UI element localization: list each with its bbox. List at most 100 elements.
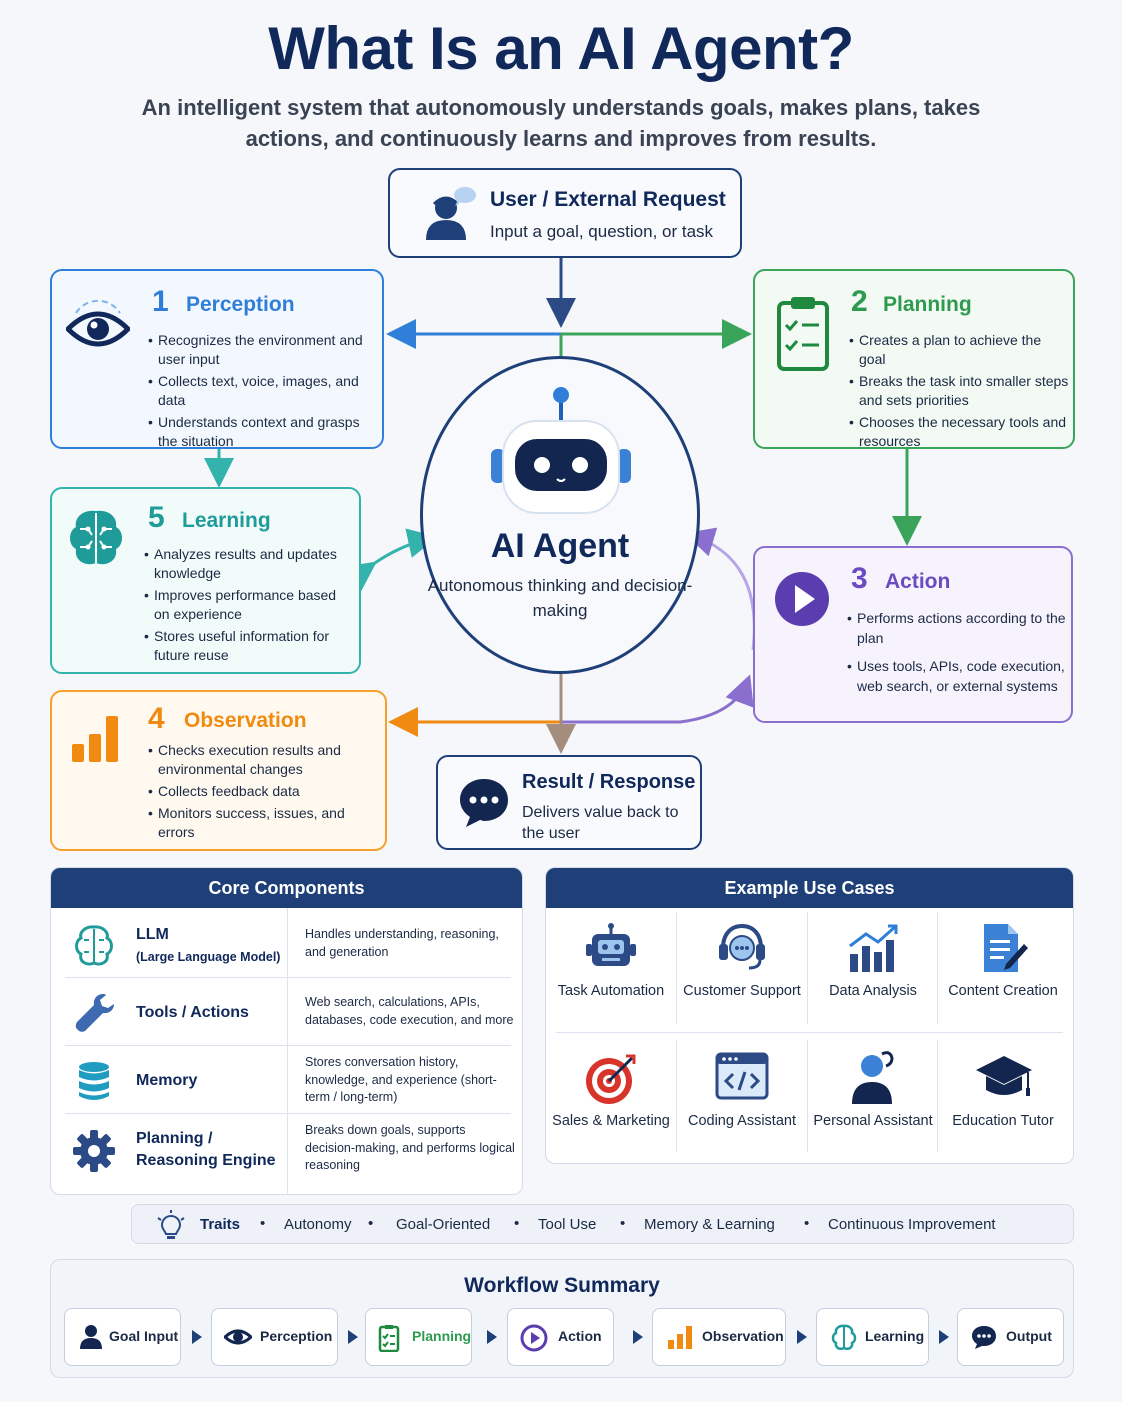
brain-icon xyxy=(70,510,122,565)
core-desc: Breaks down goals, supports decision-mak… xyxy=(305,1123,515,1172)
workflow-step-planning: Planning xyxy=(365,1308,472,1366)
arrow-agent-to-action xyxy=(561,674,754,724)
separator-dot: • xyxy=(804,1215,810,1232)
workflow-step-learning: Learning xyxy=(816,1308,929,1366)
headset-icon xyxy=(719,923,765,970)
agent-title: AI Agent xyxy=(490,527,630,565)
learning-number: 5 xyxy=(148,501,165,534)
workflow-step-label: Goal Input xyxy=(109,1328,179,1344)
result-subtitle: Delivers value back to the user xyxy=(522,804,679,842)
use-cases-title: Example Use Cases xyxy=(546,868,1073,908)
user-request-box: User / External Request Input a goal, qu… xyxy=(388,168,742,258)
trait-item: Goal-Oriented xyxy=(396,1216,491,1233)
bullet: Stores useful information for future reu… xyxy=(144,627,354,665)
play-icon xyxy=(520,1324,548,1352)
action-number: 3 xyxy=(851,562,868,595)
separator-dot: • xyxy=(368,1215,374,1232)
divider xyxy=(556,1032,1063,1033)
user-request-title: User / External Request xyxy=(490,188,726,211)
person-icon xyxy=(852,1051,894,1104)
workflow-arrow xyxy=(487,1330,497,1344)
stage-action: 3 Action Performs actions according to t… xyxy=(753,546,1073,723)
observation-number: 4 xyxy=(148,702,165,735)
robot-icon xyxy=(586,923,636,966)
eye-icon xyxy=(224,1329,252,1345)
learning-title: Learning xyxy=(182,509,271,532)
core-name: LLM xyxy=(136,926,169,943)
chart-trend-icon xyxy=(849,924,898,972)
stage-learning: 5 Learning Analyzes results and updates … xyxy=(50,487,361,674)
workflow-arrow xyxy=(797,1330,807,1344)
stage-perception: 1 Perception Recognizes the environment … xyxy=(50,269,384,449)
divider xyxy=(676,1040,677,1152)
stage-planning: 2 Planning Creates a plan to achieve the… xyxy=(753,269,1075,449)
workflow-step-label: Observation xyxy=(702,1328,784,1344)
planning-number: 2 xyxy=(851,285,868,318)
document-pen-icon xyxy=(984,924,1028,972)
use-case-coding-assistant: Coding Assistant xyxy=(677,1038,807,1163)
graduation-cap-icon xyxy=(976,1056,1032,1096)
traits-label: Traits xyxy=(200,1216,241,1233)
core-row-planning: Planning / Reasoning Engine Breaks down … xyxy=(65,1114,515,1194)
core-desc: Handles understanding, reasoning, and ge… xyxy=(305,927,499,959)
core-row-tools: Tools / Actions Web search, calculations… xyxy=(65,978,513,1046)
core-name-sub: (Large Language Model) xyxy=(136,950,281,964)
separator-dot: • xyxy=(514,1215,520,1232)
target-icon xyxy=(586,1054,636,1104)
use-case-label: Content Creation xyxy=(948,983,1058,999)
use-case-task-automation: Task Automation xyxy=(546,908,676,1033)
divider xyxy=(676,912,677,1024)
traits-bar: Traits • Autonomy • Goal-Oriented • Tool… xyxy=(131,1204,1074,1244)
result-title: Result / Response xyxy=(522,771,696,793)
trait-item: Continuous Improvement xyxy=(828,1216,996,1233)
bullet: Analyzes results and updates knowledge xyxy=(144,545,354,583)
workflow-step-perception: Perception xyxy=(211,1308,338,1366)
user-speech-icon xyxy=(426,187,476,240)
use-case-label: Data Analysis xyxy=(829,983,917,999)
bullet: Chooses the necessary tools and resource… xyxy=(849,413,1071,451)
page-title: What Is an AI Agent? xyxy=(268,15,854,82)
core-components-panel: Core Components LLM (Large Language Mode… xyxy=(50,867,523,1195)
use-case-personal-assistant: Personal Assistant xyxy=(808,1038,938,1163)
workflow-step-observation: Observation xyxy=(652,1308,786,1366)
planning-bullets: Creates a plan to achieve the goal Break… xyxy=(849,331,1071,454)
workflow-arrow xyxy=(192,1330,202,1344)
separator-dot: • xyxy=(620,1215,626,1232)
bar-chart-icon xyxy=(72,716,118,762)
perception-title: Perception xyxy=(186,293,295,316)
bullet: Understands context and grasps the situa… xyxy=(148,413,380,451)
lightbulb-icon xyxy=(157,1210,185,1239)
workflow-step-output: Output xyxy=(957,1308,1064,1366)
core-name: Memory xyxy=(136,1072,198,1089)
trait-item: Tool Use xyxy=(538,1216,597,1233)
core-name: Tools / Actions xyxy=(136,1004,249,1021)
workflow-step-label: Perception xyxy=(260,1328,333,1344)
user-icon xyxy=(80,1325,102,1349)
play-icon xyxy=(775,572,829,626)
observation-title: Observation xyxy=(184,709,307,732)
user-request-subtitle: Input a goal, question, or task xyxy=(490,222,714,241)
use-case-label: Coding Assistant xyxy=(687,1113,796,1129)
workflow-step-label: Learning xyxy=(865,1328,925,1344)
workflow-step-label: Output xyxy=(1006,1328,1052,1344)
use-case-sales-marketing: Sales & Marketing xyxy=(546,1038,676,1163)
database-icon xyxy=(79,1062,109,1100)
perception-number: 1 xyxy=(152,285,169,318)
eye-icon xyxy=(66,299,130,347)
use-case-label: Customer Support xyxy=(683,983,801,999)
use-case-label: Sales & Marketing xyxy=(552,1113,670,1129)
workflow-title: Workflow Summary xyxy=(464,1274,660,1297)
divider xyxy=(807,1040,808,1152)
stage-observation: 4 Observation Checks execution results a… xyxy=(50,690,387,851)
bullet: Collects feedback data xyxy=(148,782,382,801)
bullet: Checks execution results and environment… xyxy=(148,741,382,779)
divider xyxy=(807,912,808,1024)
bar-chart-icon xyxy=(668,1326,692,1349)
core-desc: Web search, calculations, APIs, database… xyxy=(305,995,514,1027)
result-box: Result / Response Delivers value back to… xyxy=(436,755,702,850)
core-row-memory: Memory Stores conversation history, know… xyxy=(65,1046,511,1114)
bullet: Creates a plan to achieve the goal xyxy=(849,331,1071,369)
gear-icon xyxy=(73,1130,115,1172)
trait-item: Memory & Learning xyxy=(644,1216,775,1233)
divider xyxy=(937,1040,938,1152)
